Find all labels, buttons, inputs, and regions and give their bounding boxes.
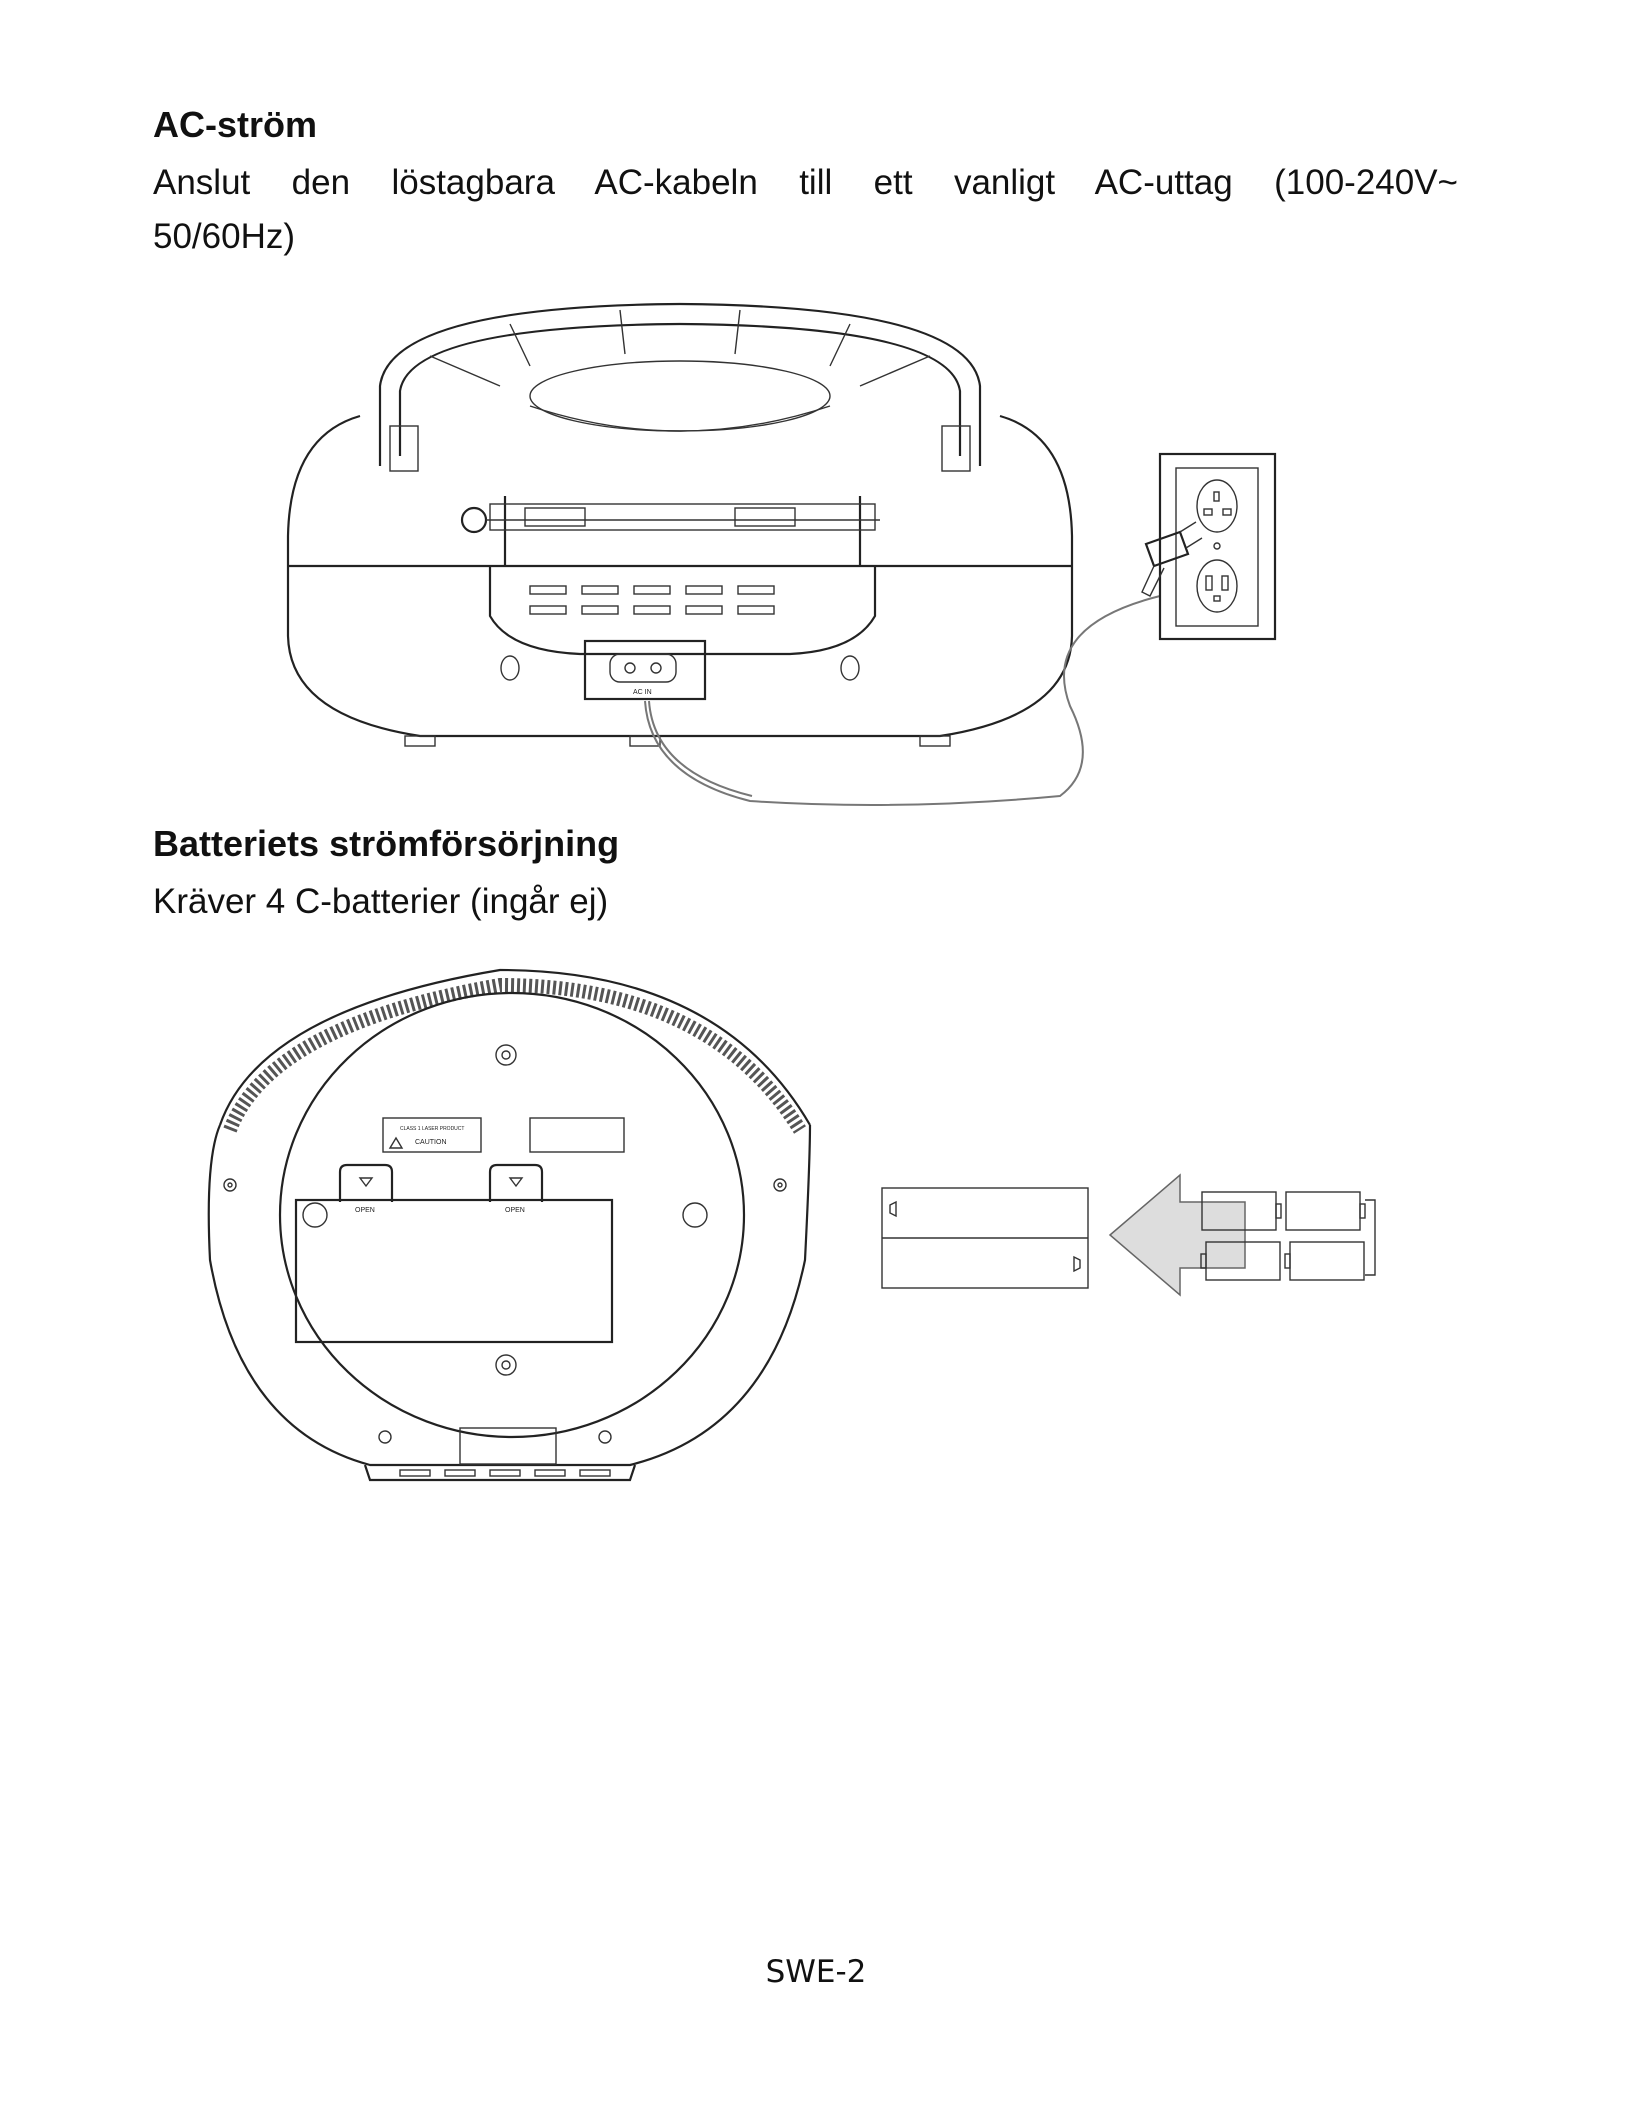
- power-cord: [645, 596, 1160, 805]
- battery-compartment-door: [296, 1200, 612, 1342]
- power-plug: [1146, 532, 1188, 566]
- vent-slots-upper: [525, 508, 795, 526]
- laser-warning-sticker: [383, 1118, 481, 1152]
- sticker-top-text: CLASS 1 LASER PRODUCT: [400, 1126, 464, 1132]
- ac-power-instructions: Anslut den löstagbara AC-kabeln till ett…: [153, 156, 1458, 264]
- rating-label: [530, 1118, 624, 1152]
- section-heading-ac-power: AC-ström: [153, 104, 317, 146]
- battery-requirement-text: Kräver 4 C-batterier (ingår ej): [153, 875, 1458, 929]
- ac-connection-illustration: AC IN: [280, 296, 1300, 816]
- latch-left-label: OPEN: [355, 1207, 375, 1214]
- latch-right-label: OPEN: [505, 1207, 525, 1214]
- page-number: SWE-2: [0, 1954, 1632, 1990]
- ac-in-label: AC IN: [633, 689, 652, 696]
- battery-compartment-illustration: CLASS 1 LASER PRODUCT CAUTION OPEN OPEN: [200, 960, 1400, 1540]
- ac-instruction-line-1: Anslut den löstagbara AC-kabeln till ett…: [153, 156, 1458, 210]
- ac-instruction-line-2: 50/60Hz): [153, 210, 1458, 264]
- vent-slots-lower: [530, 586, 774, 614]
- antenna-knob-icon: [462, 508, 486, 532]
- section-heading-battery-power: Batteriets strömförsörjning: [153, 823, 619, 865]
- sticker-caution-text: CAUTION: [415, 1139, 447, 1146]
- insert-arrow-icon: [1110, 1175, 1245, 1295]
- bottom-vent-slots: [400, 1470, 610, 1476]
- battery-door-latch-left: OPEN: [340, 1165, 392, 1214]
- battery-door-latch-right: OPEN: [490, 1165, 542, 1214]
